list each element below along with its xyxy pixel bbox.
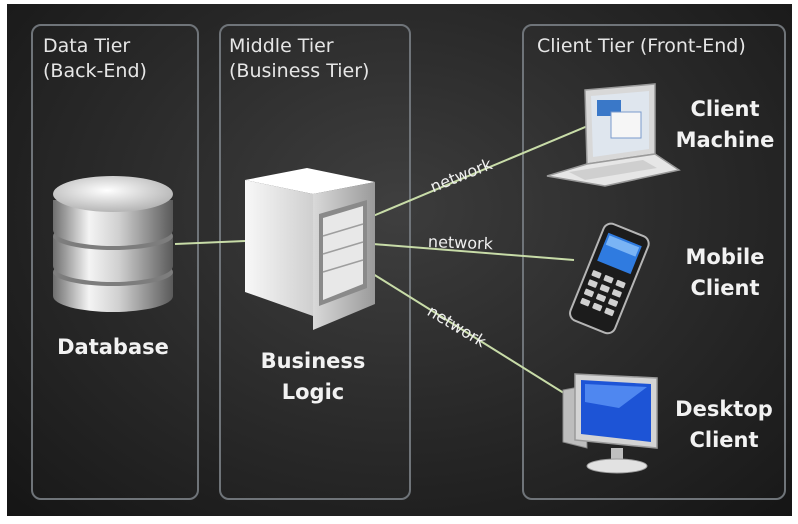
mobile-client-label-line1: Mobile	[685, 245, 765, 269]
middle-tier-title-line1: Middle Tier	[229, 35, 334, 57]
data-tier-title: Data Tier (Back-End)	[43, 34, 147, 84]
server-to-desktop-line	[372, 273, 576, 401]
client-tier-panel	[522, 24, 786, 500]
server-to-mobile-line	[372, 243, 575, 261]
desktop-client-label-line1: Desktop	[675, 397, 773, 421]
client-machine-label-line2: Machine	[675, 128, 775, 152]
database-label-text: Database	[57, 335, 169, 359]
server-icon	[245, 168, 375, 330]
desktop-client-label-line2: Client	[689, 428, 759, 452]
data-tier-title-line2: (Back-End)	[43, 60, 147, 82]
mobile-client-label: Mobile Client	[667, 242, 783, 304]
server-to-laptop-line	[372, 124, 591, 217]
middle-tier-title-line2: (Business Tier)	[229, 60, 370, 82]
connector-lines	[174, 124, 591, 401]
middle-tier-panel	[219, 24, 411, 500]
laptop-icon	[546, 83, 681, 187]
three-tier-diagram: Data Tier (Back-End) Middle Tier (Busine…	[7, 4, 792, 516]
database-icon	[53, 176, 173, 312]
data-tier-panel	[31, 24, 199, 500]
mobile-phone-icon	[569, 222, 650, 335]
data-tier-title-line1: Data Tier	[43, 35, 131, 57]
client-machine-label: Client Machine	[667, 94, 783, 156]
client-tier-title-line1: Client Tier (Front-End)	[537, 35, 746, 57]
middle-tier-title: Middle Tier (Business Tier)	[229, 34, 369, 84]
business-logic-label-line1: Business	[260, 349, 366, 373]
mobile-client-label-line2: Client	[690, 276, 760, 300]
client-machine-label-line1: Client	[690, 97, 760, 121]
business-logic-label: Business Logic	[229, 346, 397, 408]
database-to-server-line	[174, 240, 246, 245]
client-tier-title: Client Tier (Front-End)	[537, 34, 746, 59]
desktop-computer-icon	[562, 373, 658, 474]
database-label: Database	[37, 332, 189, 363]
business-logic-label-line2: Logic	[281, 380, 345, 404]
network-label-middle: network	[427, 232, 494, 254]
desktop-client-label: Desktop Client	[663, 394, 785, 456]
